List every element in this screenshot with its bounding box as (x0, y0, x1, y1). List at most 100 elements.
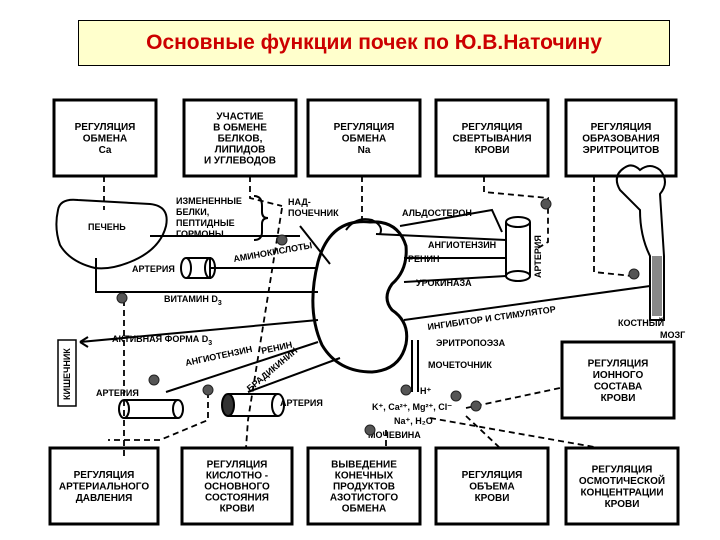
adrenal-shape (345, 218, 382, 235)
top-box-1-line: РЕГУЛЯЦИЯ (75, 122, 136, 133)
bottom-box-5-line: РЕГУЛЯЦИЯ (592, 464, 653, 475)
bottom-box-3-line: КОНЕЧНЫХ (335, 470, 394, 481)
bottom-box-2-line: ОСНОВНОГО (204, 481, 270, 492)
bottom-box-5-line: КРОВИ (605, 499, 640, 510)
bottom-box-1-frame (48, 446, 160, 526)
top-box-2-frame (182, 98, 298, 178)
top-box-4-line: КРОВИ (475, 145, 510, 156)
marker-dots (116, 198, 640, 436)
dashed-connectors (103, 176, 633, 460)
top-box-5-frame (564, 98, 678, 178)
bracket (253, 195, 269, 241)
artery-bottom-left-label: АРТЕРИЯ (96, 388, 139, 398)
top-box-2-line: В ОБМЕНЕ (213, 122, 267, 133)
bottom-box-3-line: ВЫВЕДЕНИЕ (331, 459, 397, 470)
top-box-2-line: УЧАСТИЕ (216, 111, 263, 122)
top-box-4-frame (434, 98, 550, 178)
bottom-box-1-line: ДАВЛЕНИЯ (76, 493, 133, 504)
urea-label: МОЧЕВИНА (368, 430, 421, 440)
ions-na-label: Na⁺, H₂O (394, 416, 433, 426)
top-box-2-line: БЕЛКОВ, (218, 133, 263, 144)
adrenal-label-2: ПОЧЕЧНИК (288, 208, 339, 218)
bottom-box-3-line: ПРОДУКТОВ (333, 481, 395, 492)
ions-h-label: H⁺ (420, 386, 431, 396)
bottom-box-3-frame (306, 446, 422, 526)
ion-box-line: КРОВИ (601, 393, 636, 404)
ion-box-frame (560, 340, 676, 420)
arrow-lines (79, 208, 651, 393)
bottom-box-2-line: КРОВИ (220, 503, 255, 514)
bone-shape (615, 164, 666, 321)
changed-proteins-line: БЕЛКИ, (176, 207, 209, 217)
bottom-box-5-frame (564, 446, 680, 526)
top-box-1-line: ОБМЕНА (83, 134, 127, 145)
ion-box-line: ИОННОГО (593, 370, 644, 381)
bottom-box-1-line: РЕГУЛЯЦИЯ (74, 470, 135, 481)
ions-main-label: K⁺, Ca²⁺, Mg²⁺, Cl⁻ (372, 402, 452, 412)
ion-box-line: СОСТАВА (594, 381, 642, 392)
bone-marrow-label: КОСТНЫЙ (618, 317, 664, 328)
artery-cylinder-left (180, 257, 216, 279)
erythropoiesis-label: ЭРИТРОПОЭЗА (436, 338, 506, 348)
bottom-box-1-line: АРТЕРИАЛЬНОГО (59, 482, 149, 493)
active-form-label: АКТИВНАЯ ФОРМА D3 (112, 334, 212, 347)
top-box-1-line: Ca (99, 145, 112, 156)
adrenal-label: НАД- (288, 197, 311, 207)
top-box-2-line: И УГЛЕВОДОВ (204, 155, 276, 166)
top-box-3-frame (306, 98, 422, 178)
bottom-box-5-line: КОНЦЕНТРАЦИИ (580, 487, 663, 498)
top-box-4-line: СВЕРТЫВАНИЯ (452, 134, 531, 145)
top-box-2-line: ЛИПИДОВ (215, 144, 266, 155)
bottom-box-2-line: СОСТОЯНИЯ (205, 492, 269, 503)
artery-bottom-mid-label: АРТЕРИЯ (280, 398, 323, 408)
bottom-box-4-frame (434, 446, 550, 526)
ureter-line (411, 340, 419, 392)
artery-cylinder-bottom-mid (221, 393, 285, 417)
angiotensin-left-label: АНГИОТЕНЗИН (184, 344, 253, 368)
changed-proteins-line: ИЗМЕНЕННЫЕ (176, 196, 242, 206)
top-box-3-line: РЕГУЛЯЦИЯ (334, 122, 395, 133)
artery-left-label: АРТЕРИЯ (132, 264, 175, 274)
top-box-5-line: ОБРАЗОВАНИЯ (582, 134, 659, 145)
page-title: Основные функции почек по Ю.В.Наточину (146, 31, 602, 54)
changed-proteins-line: ПЕПТИДНЫЕ (176, 218, 235, 228)
angiotensin-right-label: АНГИОТЕНЗИН (428, 240, 496, 250)
bottom-box-group: РЕГУЛЯЦИЯАРТЕРИАЛЬНОГОДАВЛЕНИЯРЕГУЛЯЦИЯК… (48, 446, 680, 526)
liver-label: ПЕЧЕНЬ (88, 222, 126, 232)
bottom-box-4-line: РЕГУЛЯЦИЯ (462, 470, 523, 481)
title-box: Основные функции почек по Ю.В.Наточину (78, 20, 670, 66)
kidney-shape (311, 220, 409, 374)
bottom-box-3-line: АЗОТИСТОГО (330, 492, 399, 503)
urokinase-label: УРОКИНАЗА (416, 278, 472, 288)
top-box-5-line: РЕГУЛЯЦИЯ (591, 122, 652, 133)
bottom-box-3: ВЫВЕДЕНИЕКОНЕЧНЫХПРОДУКТОВАЗОТИСТОГООБМЕ… (306, 446, 422, 526)
bone-marrow-label-2: МОЗГ (660, 330, 685, 340)
top-box-1-frame (52, 98, 158, 178)
top-box-3-line: ОБМЕНА (342, 134, 386, 145)
intestine-box (57, 339, 77, 407)
artery-cylinder-right (505, 216, 531, 282)
bottom-box-2-line: КИСЛОТНО - (206, 470, 268, 481)
bottom-box-5-line: ОСМОТИЧЕСКОЙ (579, 474, 665, 487)
changed-proteins-line: ГОРМОНЫ (176, 229, 224, 239)
intestine-label: КИШЕЧНИК (62, 348, 72, 400)
bottom-box-2-line: РЕГУЛЯЦИЯ (207, 459, 268, 470)
top-box-5-line: ЭРИТРОЦИТОВ (583, 145, 660, 156)
aldosterone-label: АЛЬДОСТЕРОН (402, 208, 472, 218)
bottom-box-3-line: ОБМЕНА (342, 503, 386, 514)
artery-right-label: АРТЕРИЯ (533, 235, 543, 278)
ion-box-line: РЕГУЛЯЦИЯ (588, 358, 649, 369)
